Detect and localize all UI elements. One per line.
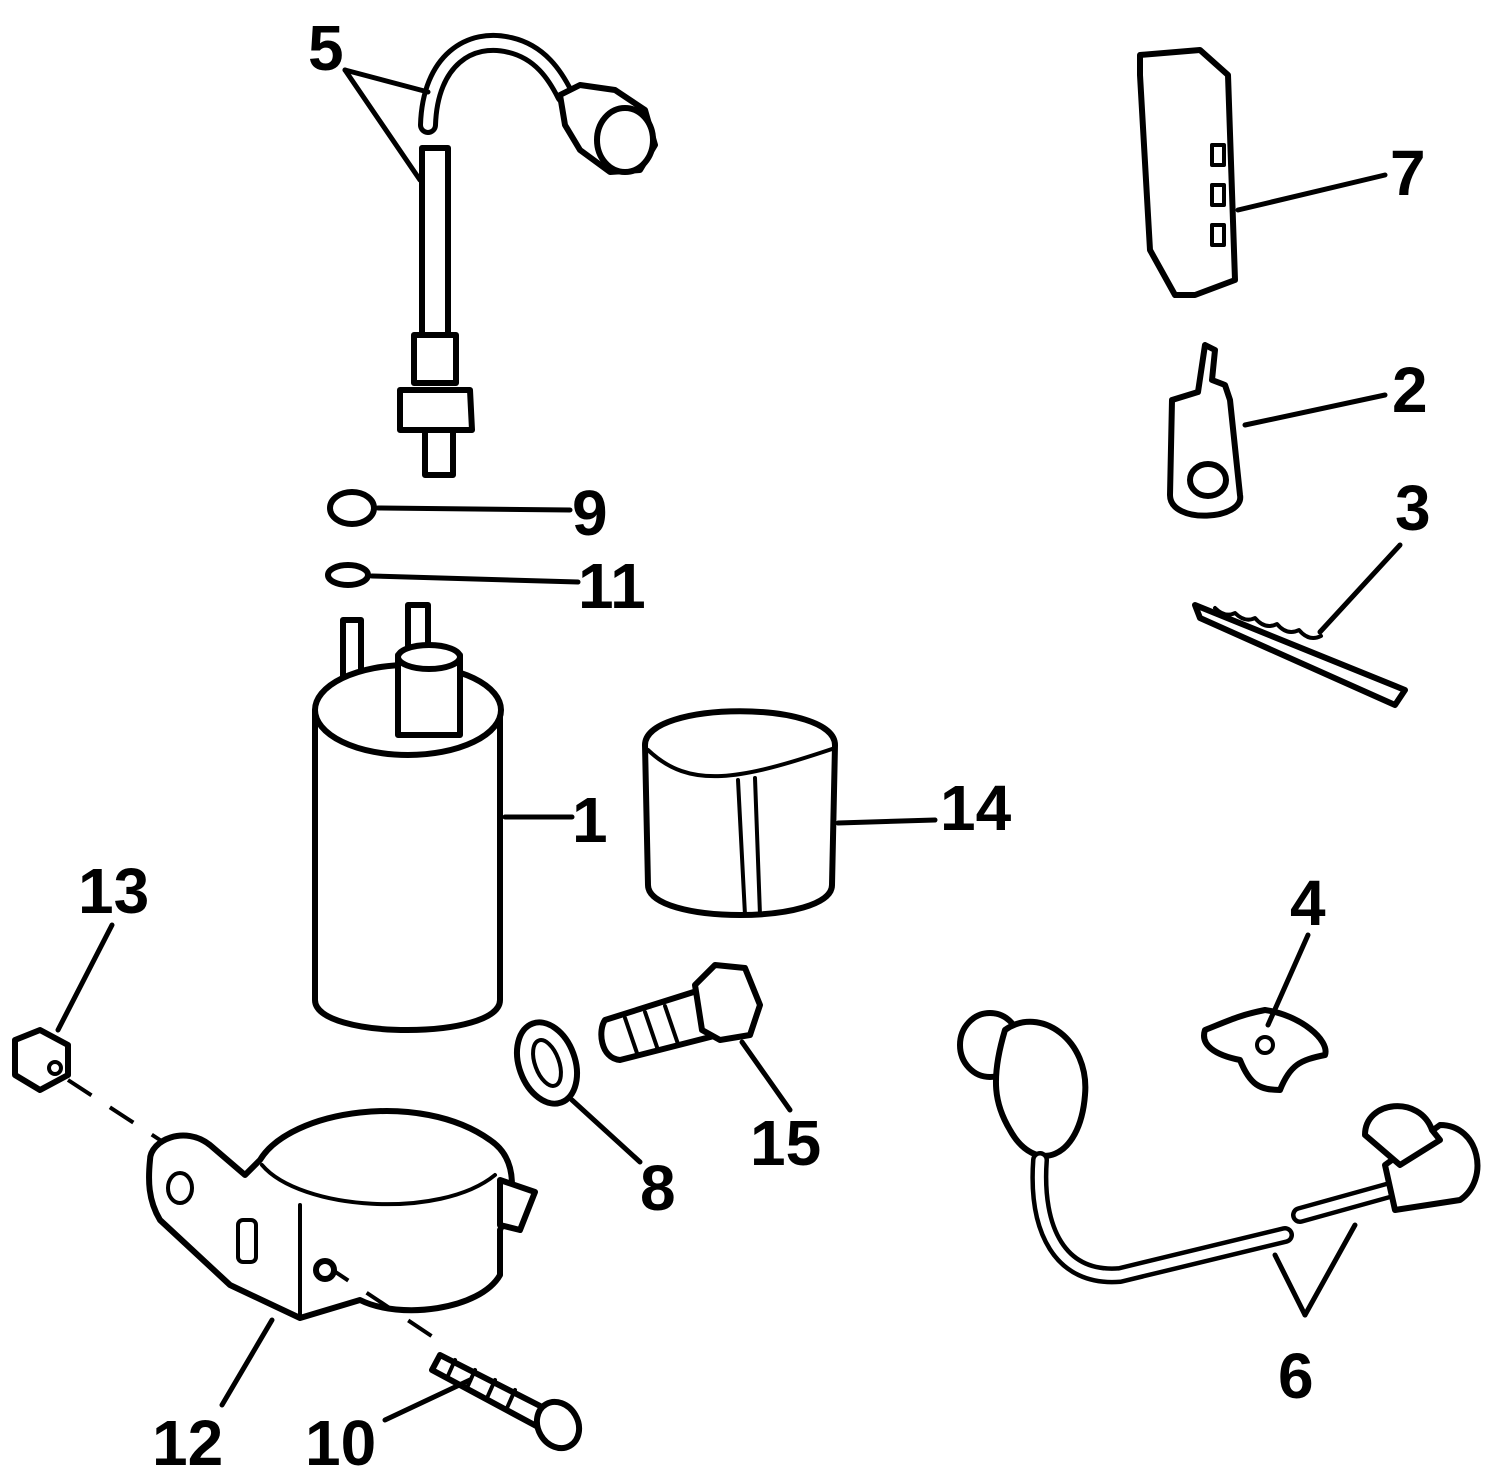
terminal-part: 2	[1167, 342, 1428, 519]
callout-2: 2	[1392, 354, 1428, 426]
washer-part-11: 11	[325, 550, 646, 622]
spark-plug-lead-part: 6	[957, 1010, 1481, 1412]
callout-5: 5	[308, 12, 344, 84]
callout-10: 10	[305, 1407, 376, 1478]
retainer-strip-part: 3	[1192, 472, 1431, 708]
callout-13: 13	[78, 855, 149, 927]
callout-9: 9	[572, 477, 608, 549]
callout-14: 14	[940, 772, 1012, 844]
callout-15: 15	[750, 1107, 821, 1179]
callout-11: 11	[578, 550, 646, 622]
screw-part-10: 10	[305, 1258, 583, 1478]
lockwasher-part-8: 8	[514, 1019, 676, 1224]
star-clip-part: 4	[1201, 867, 1329, 1093]
callout-8: 8	[640, 1152, 676, 1224]
bolt-part-15: 15	[598, 962, 821, 1179]
terminal-block-part: 7	[1137, 47, 1426, 298]
callout-1: 1	[572, 784, 608, 856]
nut-part-13: 13	[12, 855, 162, 1142]
ignition-coil-part: 1	[312, 602, 608, 1033]
callout-7: 7	[1390, 137, 1426, 209]
callout-4: 4	[1290, 867, 1326, 939]
callout-12: 12	[152, 1407, 223, 1478]
coil-bracket-part: 12	[146, 1108, 538, 1478]
callout-6: 6	[1278, 1340, 1314, 1412]
nut-part-9: 9	[327, 477, 608, 549]
coil-sleeve-part: 14	[642, 708, 1012, 918]
coil-lead-part: 5	[308, 12, 658, 478]
callout-3: 3	[1395, 472, 1431, 544]
